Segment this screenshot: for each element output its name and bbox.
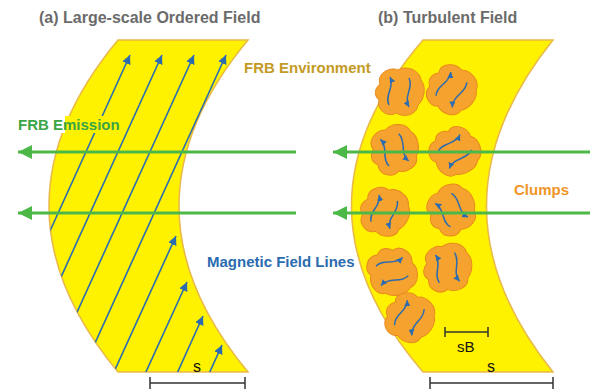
field-line (156, 316, 203, 391)
clump-label: Clumps (512, 181, 571, 198)
scale-bars (150, 327, 553, 389)
clump (420, 240, 476, 295)
panel-title: (a) Large-scale Ordered Field (37, 9, 262, 27)
field-line (0, 55, 130, 391)
scale-label: sB (455, 338, 477, 355)
clump (418, 176, 485, 243)
emission-ray (18, 151, 296, 154)
scale-bar (445, 327, 488, 337)
panel-title: (b) Turbulent Field (376, 9, 519, 27)
clump (419, 57, 485, 122)
clump (378, 286, 442, 350)
field-lines (0, 55, 226, 391)
field-line (124, 282, 187, 391)
scale-label: s (485, 358, 497, 376)
field-line (0, 55, 162, 391)
emission-ray (333, 151, 590, 154)
clump (364, 119, 426, 180)
clump (362, 241, 423, 303)
environment-shell (352, 40, 554, 372)
scale-bar (150, 377, 245, 389)
clump (375, 68, 424, 115)
emission-label: FRB Emission (16, 116, 122, 133)
scale-label: s (191, 358, 203, 376)
emission-ray (333, 212, 590, 215)
field-label: Magnetic Field Lines (205, 253, 357, 270)
environment-shell (49, 40, 248, 372)
emission-rays (18, 152, 590, 213)
field-line (188, 345, 222, 391)
emission-ray (18, 212, 296, 215)
scale-bar (430, 377, 553, 389)
field-line (28, 55, 194, 391)
region-label: FRB Environment (242, 59, 373, 76)
field-line (92, 236, 176, 391)
field-line (60, 55, 226, 391)
